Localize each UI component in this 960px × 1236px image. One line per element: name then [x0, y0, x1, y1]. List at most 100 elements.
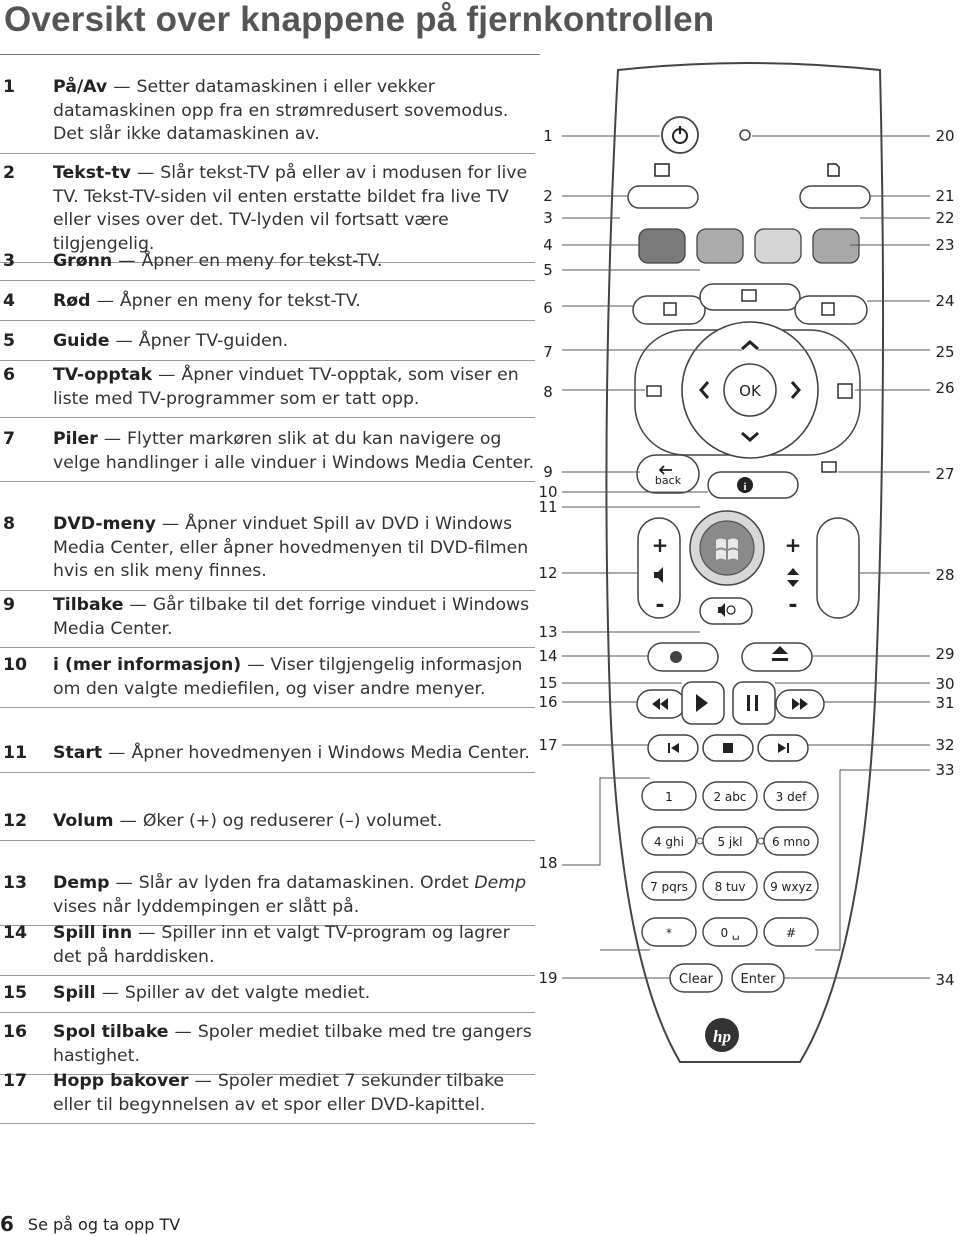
mute-button[interactable]	[699, 597, 753, 625]
keypad-key-label: 1	[665, 790, 673, 804]
svg-text:i: i	[743, 481, 746, 493]
item-description: Åpner en meny for tekst-TV.	[119, 291, 361, 311]
callout-number: 34	[935, 971, 954, 989]
color-buttons	[638, 228, 860, 264]
item-term: Guide	[53, 331, 110, 351]
keypad-key[interactable]: 6 mno	[763, 826, 819, 856]
item-separator: —	[138, 923, 156, 943]
item-term: Start	[53, 743, 103, 763]
pause-button[interactable]	[732, 681, 776, 725]
keypad-key[interactable]: 9 wxyz	[763, 871, 819, 901]
back-arrow-icon	[658, 465, 672, 475]
callout-number: 2	[543, 187, 553, 205]
callout-number: 16	[538, 693, 557, 711]
item-separator: —	[174, 1022, 192, 1042]
pause-icon	[747, 695, 758, 711]
callout-number: 9	[543, 463, 553, 481]
teletext-icon	[654, 163, 670, 177]
left-arrow-icon[interactable]	[699, 381, 710, 399]
item-number: 17	[3, 1071, 28, 1091]
mute-icon	[718, 603, 725, 617]
down-arrow-icon[interactable]	[741, 431, 759, 442]
keypad-key[interactable]: 3 def	[763, 781, 819, 811]
keypad-key-label: #	[786, 926, 796, 940]
channel-down-icon: -	[788, 593, 797, 618]
item-separator: —	[136, 163, 155, 183]
keypad-key[interactable]: 8 tuv	[702, 871, 758, 901]
item-description: Går tilbake til det forrige vinduet i Wi…	[53, 595, 530, 639]
skip-back-icon	[668, 743, 679, 753]
callout-number: 30	[935, 675, 954, 693]
volume-rocker[interactable]	[637, 517, 681, 619]
keypad-key[interactable]: #	[763, 917, 819, 947]
item-term: Volum	[53, 811, 114, 831]
recorded-tv-button[interactable]	[794, 295, 868, 325]
ok-button[interactable]	[723, 363, 777, 417]
item-term: Tekst-tv	[53, 163, 131, 183]
skip-forward-icon	[778, 743, 789, 753]
fast-forward-icon	[792, 698, 808, 710]
eject-button[interactable]	[741, 642, 813, 672]
aspect-ratio-icon[interactable]	[837, 383, 853, 399]
keypad-key-label: 6 mno	[772, 835, 810, 849]
keypad-key[interactable]: 5 jkl	[702, 826, 758, 856]
item-description: Slår tekst-TV på eller av i modusen for …	[53, 163, 528, 254]
item-term: På/Av	[53, 77, 108, 97]
item-separator: —	[115, 331, 133, 351]
item-separator: —	[115, 873, 133, 893]
color-button-1[interactable]	[638, 228, 686, 264]
page-number: 6	[0, 1212, 14, 1236]
channel-rocker[interactable]	[816, 517, 860, 619]
hp-logo-text: hp	[713, 1027, 731, 1046]
live-tv-button[interactable]	[632, 295, 706, 325]
color-button-3[interactable]	[754, 228, 802, 264]
power-button[interactable]	[661, 116, 699, 154]
item-separator: —	[108, 743, 126, 763]
item-number: 9	[3, 595, 16, 615]
back-button[interactable]	[636, 454, 700, 494]
callout-number: 18	[538, 854, 557, 872]
callout-number: 17	[538, 736, 557, 754]
color-button-4[interactable]	[812, 228, 860, 264]
item-number: 2	[3, 163, 16, 183]
more-menu-icon[interactable]	[821, 461, 837, 473]
item-description: Åpner vinduet TV-opptak, som viser en li…	[53, 365, 519, 409]
teletext-button[interactable]	[627, 185, 699, 209]
guide-button[interactable]	[699, 283, 801, 311]
record-button[interactable]	[647, 642, 719, 672]
item-term: Demp	[53, 873, 110, 893]
item-term: Rød	[53, 291, 91, 311]
callout-number: 11	[538, 498, 557, 516]
channel-up-icon: +	[785, 533, 802, 557]
keypad-key[interactable]: 7 pqrs	[641, 871, 697, 901]
keypad-key[interactable]: 4 ghi	[641, 826, 697, 856]
keypad-key[interactable]: 2 abc	[702, 781, 758, 811]
item-description: Flytter markøren slik at du kan navigere…	[53, 429, 535, 473]
item-separator: —	[118, 251, 136, 271]
keypad-key[interactable]: 0 ␣	[702, 917, 758, 947]
item-number: 3	[3, 251, 16, 271]
keypad-key[interactable]: *	[641, 917, 697, 947]
keypad-key[interactable]: 1	[641, 781, 697, 811]
dvd-menu-icon[interactable]	[646, 385, 662, 397]
right-arrow-icon[interactable]	[790, 381, 801, 399]
record-icon	[670, 651, 682, 663]
ok-label: OK	[739, 382, 762, 400]
color-button-2[interactable]	[696, 228, 744, 264]
start-button[interactable]	[699, 520, 755, 576]
up-arrow-icon[interactable]	[741, 340, 759, 351]
item-number: 12	[3, 811, 28, 831]
list-item: 2 Tekst-tv—Slår tekst-TV på eller av i mo…	[0, 162, 535, 263]
print-button[interactable]	[799, 185, 871, 209]
item-number: 5	[3, 331, 16, 351]
item-separator: —	[101, 983, 119, 1003]
